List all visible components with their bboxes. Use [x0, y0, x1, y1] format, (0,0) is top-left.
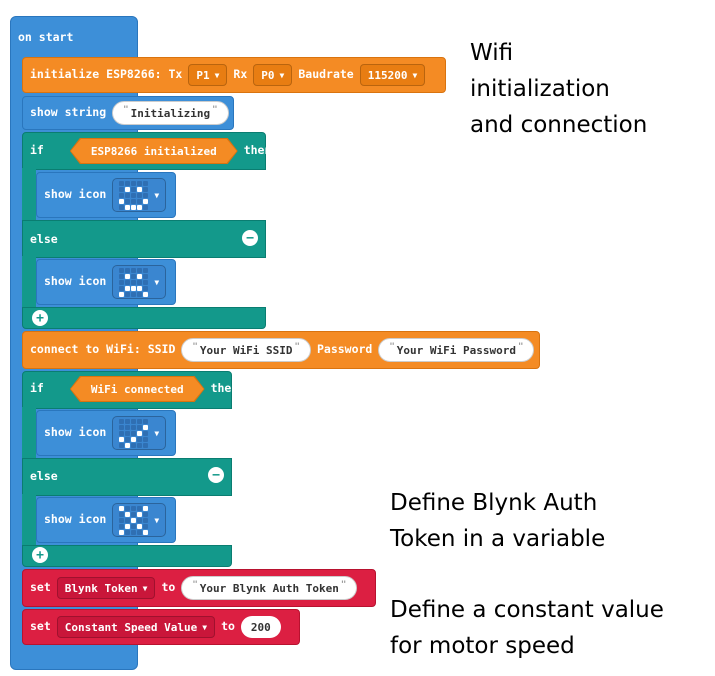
annotation-blynk-line2: Token in a variable — [390, 526, 606, 552]
set-label: set — [30, 580, 51, 595]
cross-icon — [119, 505, 149, 535]
initialize-label: initialize ESP8266: Tx — [30, 67, 183, 82]
set-label: set — [30, 619, 51, 634]
chevron-down-icon: ▼ — [154, 277, 160, 287]
constant-speed-variable-dropdown[interactable]: Constant Speed Value▼ — [56, 616, 216, 638]
annotation-blynk-line1: Define Blynk Auth — [390, 490, 598, 516]
happy-face-icon — [119, 180, 149, 210]
icon-dropdown-happy[interactable]: ▼ — [112, 178, 167, 212]
sad-face-icon — [119, 267, 149, 297]
if2-then-arm — [22, 407, 36, 459]
add-else-icon[interactable]: + — [32, 310, 48, 326]
chevron-down-icon: ▼ — [279, 70, 285, 80]
chevron-down-icon: ▼ — [142, 583, 148, 593]
if2-else-arm — [22, 494, 36, 546]
annotation-wifi-line2: initialization — [470, 76, 610, 102]
if1-then-arm — [22, 168, 36, 220]
annotation-speed: Define a constant value for motor speed — [390, 592, 664, 664]
if1-else-arm — [22, 256, 36, 308]
else-1-label: else — [30, 232, 58, 246]
if1-then-label: then — [243, 143, 272, 158]
annotation-wifi-line3: and connection — [470, 112, 648, 138]
show-string-input[interactable]: "Initializing" — [112, 101, 229, 125]
chevron-down-icon: ▼ — [154, 515, 160, 525]
baudrate-label: Baudrate — [298, 67, 354, 82]
constant-speed-value-input[interactable]: 200 — [240, 616, 281, 638]
show-string-label: show string — [30, 105, 107, 120]
esp-initialized-condition[interactable]: ESP8266 initialized — [71, 139, 237, 163]
icon-dropdown-cross[interactable]: ▼ — [112, 503, 167, 537]
connect-wifi-label: connect to WiFi: SSID — [30, 342, 176, 357]
else-2-label: else — [30, 469, 58, 483]
annotation-wifi-line1: Wifi — [470, 40, 514, 66]
ssid-input[interactable]: "Your WiFi SSID" — [181, 338, 311, 362]
show-icon-label: show icon — [44, 425, 107, 440]
blynk-token-variable-dropdown[interactable]: Blynk Token▼ — [56, 577, 156, 599]
else-2-block[interactable] — [22, 458, 232, 496]
wifi-connected-condition[interactable]: WiFi connected — [71, 377, 204, 401]
annotation-speed-line1: Define a constant value — [390, 597, 664, 623]
rx-label: Rx — [233, 67, 248, 82]
annotation-wifi: Wifi initialization and connection — [470, 35, 647, 143]
checkmark-icon — [119, 418, 149, 448]
blynk-token-value-input[interactable]: "Your Blynk Auth Token" — [181, 576, 358, 600]
chevron-down-icon: ▼ — [154, 190, 160, 200]
annotation-blynk: Define Blynk Auth Token in a variable — [390, 485, 605, 557]
chevron-down-icon: ▼ — [202, 622, 208, 632]
chevron-down-icon: ▼ — [154, 428, 160, 438]
to-label: to — [221, 619, 235, 634]
icon-dropdown-check[interactable]: ▼ — [112, 416, 167, 450]
chevron-down-icon: ▼ — [214, 70, 220, 80]
if-2-footer — [22, 545, 232, 567]
show-icon-label: show icon — [44, 512, 107, 527]
if-1-footer — [22, 307, 266, 329]
baudrate-dropdown[interactable]: 115200▼ — [359, 64, 426, 86]
rx-pin-dropdown[interactable]: P0▼ — [253, 64, 293, 86]
chevron-down-icon: ▼ — [412, 70, 418, 80]
add-else-icon[interactable]: + — [32, 547, 48, 563]
show-icon-label: show icon — [44, 187, 107, 202]
icon-dropdown-sad[interactable]: ▼ — [112, 265, 167, 299]
if2-then-label: then — [210, 381, 239, 396]
to-label: to — [161, 580, 176, 595]
if2-label: if — [30, 381, 44, 396]
annotation-speed-line2: for motor speed — [390, 633, 575, 659]
remove-else-icon[interactable]: − — [208, 467, 224, 483]
password-label: Password — [316, 342, 373, 357]
else-1-block[interactable] — [22, 220, 266, 258]
password-input[interactable]: "Your WiFi Password" — [378, 338, 535, 362]
on-start-label: on start — [18, 30, 74, 44]
show-icon-label: show icon — [44, 274, 107, 289]
remove-else-icon[interactable]: − — [242, 230, 258, 246]
tx-pin-dropdown[interactable]: P1▼ — [188, 64, 228, 86]
if1-label: if — [30, 143, 44, 158]
